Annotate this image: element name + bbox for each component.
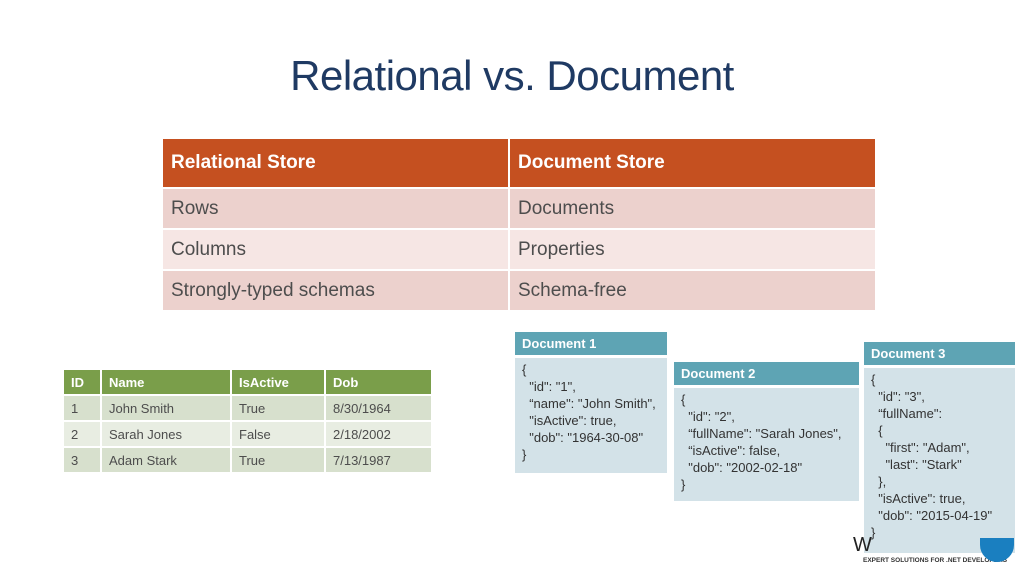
json-line: "dob": "1964-30-08" (522, 430, 644, 445)
json-line: “fullName": "Sarah Jones", (681, 426, 842, 441)
json-line: "last": "Stark" (871, 457, 962, 472)
comparison-header-document: Document Store (509, 139, 875, 188)
table-cell: Sarah Jones (101, 420, 232, 447)
json-line: { (871, 372, 876, 387)
column-header-isactive: IsActive (231, 370, 326, 395)
document-card-2: Document 2 { "id": "2", “fullName": "Sar… (674, 362, 859, 501)
table-cell: 3 (64, 446, 102, 472)
column-header-id: ID (64, 370, 102, 395)
document-card-title: Document 1 (515, 332, 667, 358)
table-cell: Schema-free (509, 269, 875, 310)
document-card-1: Document 1 { "id": "1", “name": "John Sm… (515, 332, 667, 473)
json-line: } (871, 525, 876, 540)
json-line: { (681, 392, 686, 407)
table-row: 3 Adam Stark True 7/13/1987 (64, 446, 431, 472)
document-json: { "id": "1", “name": "John Smith", "isAc… (515, 358, 667, 466)
json-line: "dob": "2002-02-18" (681, 460, 803, 475)
comparison-table: Relational Store Document Store Rows Doc… (163, 139, 875, 310)
table-row: Strongly-typed schemas Schema-free (163, 269, 875, 310)
column-header-dob: Dob (325, 370, 431, 395)
json-line: { (871, 423, 883, 438)
document-json: { "id": "3", “fullName": { "first": "Ada… (864, 368, 1015, 544)
comparison-header-row: Relational Store Document Store (163, 139, 875, 188)
json-line: } (522, 447, 527, 462)
table-cell: John Smith (101, 394, 232, 421)
json-line: { (522, 362, 527, 377)
document-card-title: Document 2 (674, 362, 859, 388)
json-line: "first": "Adam", (871, 440, 970, 455)
table-cell: True (231, 446, 326, 472)
table-cell: 7/13/1987 (325, 446, 431, 472)
company-logo-letter: W (853, 534, 872, 556)
json-line: “isActive": false, (681, 443, 781, 458)
table-cell: Documents (509, 187, 875, 229)
table-row: Columns Properties (163, 228, 875, 270)
json-line: "isActive": true, (871, 491, 966, 506)
company-tagline: EXPERT SOLUTIONS FOR .NET DEVELOPERS (863, 557, 1008, 564)
json-line: "id": "3", (871, 389, 925, 404)
table-cell: 2/18/2002 (325, 420, 431, 447)
json-line: "id": "1", (522, 379, 576, 394)
table-cell: Adam Stark (101, 446, 232, 472)
document-card-3: Document 3 { "id": "3", “fullName": { "f… (864, 342, 1015, 553)
table-cell: Rows (163, 187, 510, 229)
table-row: 2 Sarah Jones False 2/18/2002 (64, 420, 431, 447)
relational-data-table: ID Name IsActive Dob 1 John Smith True 8… (64, 370, 431, 472)
table-cell: Properties (509, 228, 875, 270)
table-cell: True (231, 394, 326, 421)
table-row: Rows Documents (163, 187, 875, 229)
comparison-header-relational: Relational Store (163, 139, 510, 188)
document-json: { "id": "2", “fullName": "Sarah Jones", … (674, 388, 859, 496)
table-cell: False (231, 420, 326, 447)
json-line: “fullName": (871, 406, 943, 421)
table-cell: 1 (64, 394, 102, 421)
json-line: } (681, 477, 686, 492)
json-line: “name": "John Smith", (522, 396, 656, 411)
json-line: }, (871, 474, 887, 489)
json-line: "id": "2", (681, 409, 735, 424)
table-cell: Strongly-typed schemas (163, 269, 510, 310)
table-cell: 2 (64, 420, 102, 447)
table-row: 1 John Smith True 8/30/1964 (64, 394, 431, 421)
document-card-title: Document 3 (864, 342, 1015, 368)
table-cell: 8/30/1964 (325, 394, 431, 421)
slide-title: Relational vs. Document (290, 52, 734, 99)
relational-header-row: ID Name IsActive Dob (64, 370, 431, 395)
json-line: "dob": "2015-04-19" (871, 508, 993, 523)
column-header-name: Name (101, 370, 232, 395)
json-line: "isActive": true, (522, 413, 617, 428)
table-cell: Columns (163, 228, 510, 270)
